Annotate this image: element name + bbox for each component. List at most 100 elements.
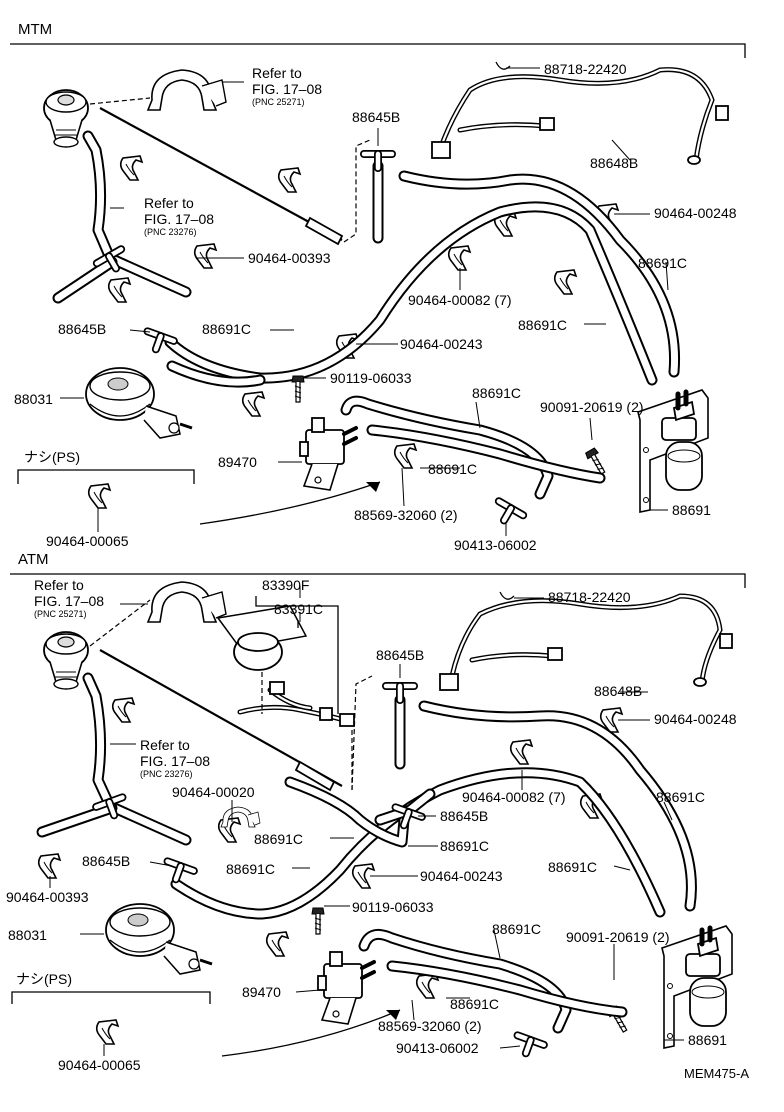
- vacuum-tank-icon: [662, 926, 732, 1048]
- clip-icon: [509, 739, 533, 765]
- part-label: 88691C: [440, 838, 489, 854]
- part-label: 88691C: [472, 385, 521, 401]
- harness-icon: [339, 713, 355, 727]
- part-label: 88691C: [450, 996, 499, 1012]
- clip-icon: [277, 167, 301, 193]
- mtm-label: MTM: [18, 21, 52, 38]
- part-label: 89470: [218, 454, 257, 470]
- part-label: 90464-00243: [400, 336, 483, 352]
- ref-fig: FIG. 17–08: [252, 81, 322, 97]
- ps-note: ナシ(PS): [16, 971, 72, 987]
- part-label: 88691C: [226, 861, 275, 877]
- vsv-icon: [298, 416, 358, 492]
- bolt-icon: [291, 375, 305, 403]
- part-label: 88645B: [376, 647, 424, 663]
- bracket-clamp-icon: [147, 69, 227, 111]
- ref-text: Refer to: [144, 195, 194, 211]
- t-joint-icon: [492, 501, 523, 527]
- part-label: 88691C: [492, 921, 541, 937]
- part-label: 88691: [672, 502, 711, 518]
- ref-pnc: (PNC 25271): [252, 97, 305, 107]
- vacuum-actuator-icon: [104, 902, 214, 976]
- part-label: 88569-32060 (2): [354, 507, 458, 523]
- ref-text: Refer to: [252, 65, 302, 81]
- part-label: 88718-22420: [548, 589, 631, 605]
- arrow-icon: [221, 1009, 401, 1057]
- part-label: 88645B: [352, 109, 400, 125]
- part-label: 90464-00065: [58, 1057, 141, 1073]
- part-label: 88648B: [594, 683, 642, 699]
- part-label: 90119-06033: [330, 370, 412, 386]
- ref-pnc: (PNC 23276): [140, 769, 193, 779]
- mtm-section: MTM: [10, 21, 746, 553]
- part-label: 88645B: [58, 321, 106, 337]
- part-label: 88031: [8, 927, 47, 943]
- part-label: 90091-20619 (2): [566, 929, 670, 945]
- part-label: 90464-00393: [248, 250, 331, 266]
- t-joint-icon: [386, 686, 414, 700]
- ref-text: Refer to: [140, 737, 190, 753]
- part-label: 88691C: [638, 255, 687, 271]
- part-label: 88691C: [656, 789, 705, 805]
- clip-icon: [111, 697, 135, 723]
- part-label: 89470: [242, 984, 281, 1000]
- vacuum-actuator-icon: [43, 89, 89, 148]
- part-label: 90464-00065: [46, 533, 129, 549]
- ref-fig: FIG. 17–08: [140, 753, 210, 769]
- t-joint-icon: [143, 331, 174, 354]
- part-label: 88691C: [428, 461, 477, 477]
- part-label: 90464-00248: [654, 205, 737, 221]
- bolt-icon: [311, 907, 325, 935]
- part-label: 83390F: [262, 577, 309, 593]
- part-label: 88691C: [202, 321, 251, 337]
- t-joint-icon: [364, 154, 392, 168]
- clip-icon: [217, 817, 241, 843]
- part-label: 90413-06002: [396, 1040, 479, 1056]
- clip-icon: [107, 277, 131, 303]
- part-label: 90413-06002: [454, 537, 537, 553]
- clip-icon: [95, 1019, 119, 1045]
- atm-label: ATM: [18, 551, 49, 568]
- harness-icon: [431, 141, 451, 159]
- part-label: 90119-06033: [352, 899, 434, 915]
- part-label: 90464-00393: [6, 889, 89, 905]
- part-label: 88691C: [518, 317, 567, 333]
- part-label: 90464-00248: [654, 711, 737, 727]
- clip-icon: [37, 853, 61, 879]
- vsv-icon: [316, 950, 376, 1026]
- clip-icon: [553, 269, 577, 295]
- part-label: 88718-22420: [544, 61, 627, 77]
- part-label: 90464-00082 (7): [462, 789, 566, 805]
- arrow-icon: [199, 481, 381, 525]
- footer-code: MEM475-A: [684, 1066, 749, 1081]
- part-label: 90464-00243: [420, 868, 503, 884]
- clip-icon: [193, 243, 217, 269]
- clip-icon: [393, 443, 417, 469]
- atm-section: ATM: [6, 551, 749, 1081]
- part-label: 90464-00082 (7): [408, 292, 512, 308]
- part-label: 83391C: [274, 601, 323, 617]
- part-label: 88645B: [82, 853, 130, 869]
- part-label: 90464-00020: [172, 784, 255, 800]
- clip-icon: [87, 483, 111, 509]
- part-label: 88569-32060 (2): [378, 1018, 482, 1034]
- ref-text: Refer to: [34, 577, 84, 593]
- ref-pnc: (PNC 25271): [34, 609, 87, 619]
- clip-icon: [447, 245, 471, 271]
- ref-fig: FIG. 17–08: [144, 211, 214, 227]
- clip-icon: [265, 931, 289, 957]
- part-label: 88031: [14, 391, 53, 407]
- part-label: 88691: [688, 1032, 727, 1048]
- ps-note: ナシ(PS): [24, 449, 80, 465]
- part-label: 88691C: [254, 831, 303, 847]
- ref-pnc: (PNC 23276): [144, 227, 197, 237]
- vacuum-tank-icon: [638, 390, 708, 512]
- part-label: 88691C: [548, 859, 597, 875]
- ref-fig: FIG. 17–08: [34, 593, 104, 609]
- vacuum-actuator-icon: [43, 631, 89, 690]
- clip-icon: [241, 391, 265, 417]
- bracket-clamp-icon: [147, 581, 227, 623]
- part-label: 88648B: [590, 155, 638, 171]
- part-label: 88645B: [440, 808, 488, 824]
